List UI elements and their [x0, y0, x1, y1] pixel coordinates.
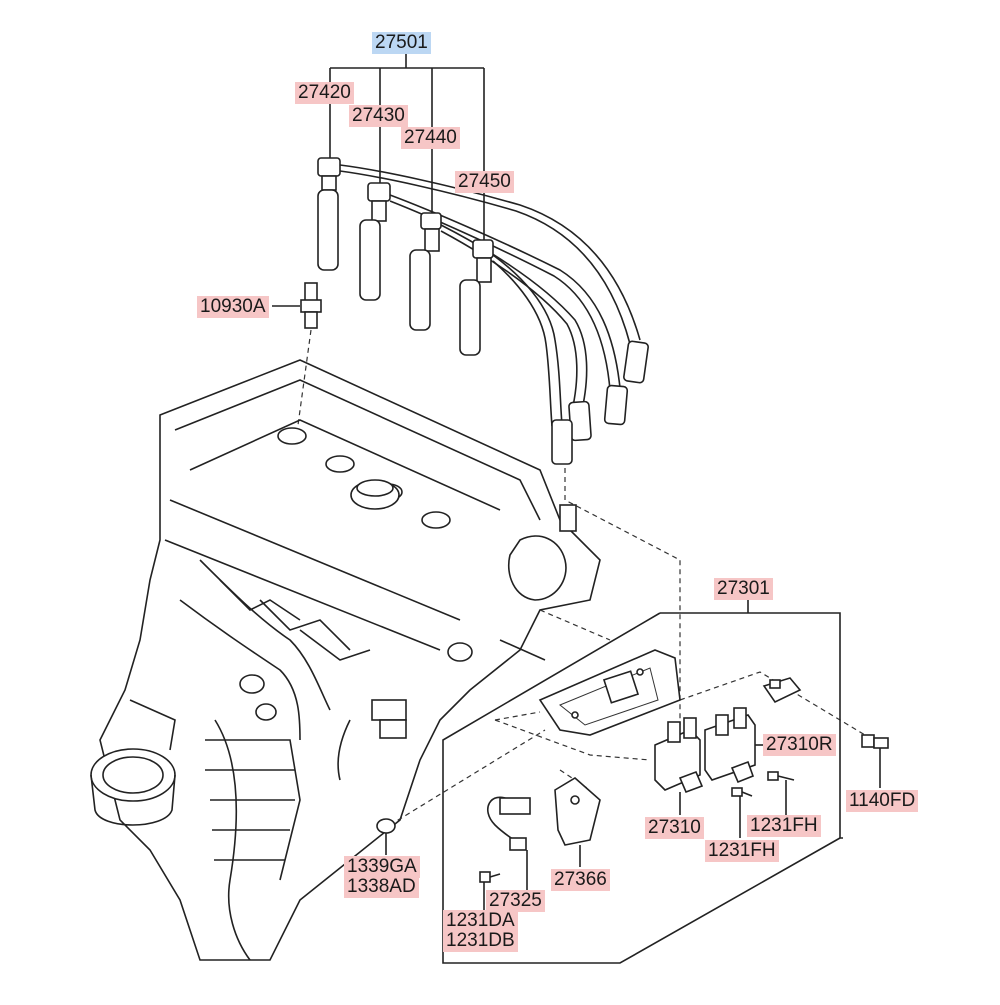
spark-plug-cable-3: [409, 212, 592, 442]
oil-filter: [90, 748, 176, 826]
label-27366[interactable]: 27366: [551, 869, 610, 891]
label-27420[interactable]: 27420: [295, 82, 354, 104]
bolt-1231DA: [479, 871, 501, 910]
bolt-1140FD: [861, 734, 889, 788]
assembly-27301-frame: [442, 600, 843, 964]
label-27325[interactable]: 27325: [486, 890, 545, 912]
sensor-bracket-27366: [554, 777, 601, 867]
label-1140FD[interactable]: 1140FD: [846, 790, 919, 812]
spark-plug-cable-1: [317, 157, 649, 384]
bolt-1231FH-b: [731, 787, 753, 838]
label-27440[interactable]: 27440: [401, 127, 460, 149]
spark-plug: [272, 282, 322, 426]
washer-1339GA: [376, 818, 396, 855]
dashed-connectors: [389, 468, 871, 826]
label-27430[interactable]: 27430: [349, 105, 408, 127]
label-1339GA[interactable]: 1339GA: [344, 856, 420, 878]
label-1231DA[interactable]: 1231DA: [443, 910, 518, 932]
bolt-1231FH-a: [767, 771, 795, 815]
label-1231DB[interactable]: 1231DB: [443, 930, 518, 952]
label-1338AD[interactable]: 1338AD: [344, 876, 419, 898]
spark-plug-cable-4: [459, 239, 573, 465]
label-27310R[interactable]: 27310R: [763, 734, 836, 756]
ignition-coil-bracket: [538, 649, 681, 736]
coil-clip: [762, 677, 802, 704]
label-1231FH-a[interactable]: 1231FH: [747, 815, 821, 837]
label-1231FH-b[interactable]: 1231FH: [705, 840, 779, 862]
ignition-coil-rear: [704, 707, 764, 784]
label-10930A[interactable]: 10930A: [197, 296, 269, 318]
label-assembly-27301[interactable]: 27301: [714, 578, 773, 600]
spark-plug-cable-2: [359, 182, 629, 426]
label-assembly-27501[interactable]: 27501: [372, 32, 431, 54]
label-27310[interactable]: 27310: [645, 817, 704, 839]
sensor-27325: [486, 796, 531, 890]
label-27450[interactable]: 27450: [455, 171, 514, 193]
ignition-coil: [654, 717, 704, 815]
